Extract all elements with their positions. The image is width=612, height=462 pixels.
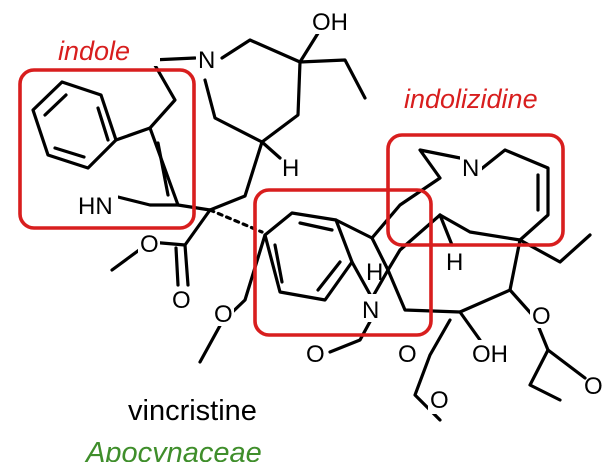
stereo-h-upper — [260, 140, 282, 160]
indoline-benzene-inner-3 — [316, 260, 342, 292]
indoline-benzene-inner-2 — [273, 243, 284, 284]
n-indolizidine-label: N — [462, 155, 479, 182]
indolizidine-ring — [438, 148, 550, 242]
ethyl-right — [518, 233, 592, 264]
ethyl-top — [298, 58, 367, 100]
highlight-boxes — [18, 68, 565, 337]
carbonyl-left-double — [174, 246, 180, 287]
o-ester-left-label: O — [140, 231, 159, 258]
indoline-highlight-box — [253, 188, 433, 337]
ester-left — [110, 208, 212, 272]
indole-benzene-inner-bond-3 — [53, 146, 86, 159]
carbonyl-left — [183, 243, 190, 287]
indole-benzene-inner-bond-2 — [96, 106, 110, 142]
formyl-bond — [328, 316, 374, 354]
h-stereo-upper-label: H — [282, 155, 299, 182]
o-methoxy-label: O — [214, 301, 233, 328]
stereo-h-mid-bond — [438, 213, 454, 247]
indolizidine-bridge — [370, 148, 472, 240]
oh-lower-label: OH — [472, 341, 508, 368]
indolizidine-tag: indolizidine — [404, 84, 538, 114]
indole-highlight-box — [18, 68, 196, 230]
o-formyl-label: O — [306, 341, 325, 368]
oh-bond-top — [298, 28, 322, 64]
h-stereo-left-label: H — [366, 259, 383, 286]
n-indoline-label: N — [362, 297, 379, 324]
o-acetate-carbonyl-label: O — [584, 373, 603, 400]
methylene-link — [208, 140, 264, 212]
indole-benzene-inner-bond-1 — [43, 93, 68, 117]
h-stereo-mid-label: H — [446, 249, 463, 276]
compound-name: vincristine — [128, 395, 257, 427]
indole-tag: indole — [58, 36, 130, 66]
atom-labels: OH N H HN O O O N H H N O O OH O O O — [78, 6, 603, 414]
indolizidine-highlight-box — [386, 133, 565, 247]
plant-family: Apocynaceae — [84, 437, 262, 462]
o-ester-right-label: O — [398, 341, 417, 368]
hn-indole-label: HN — [78, 193, 113, 220]
ester-right — [413, 318, 452, 422]
o-carbonyl-left-label: O — [172, 287, 191, 314]
piperidine-ring — [203, 38, 302, 144]
oh-lower-bond — [458, 310, 482, 342]
n-upper-label: N — [198, 47, 215, 74]
annotation-labels: indole indolizidine vincristine Apocynac… — [56, 36, 538, 462]
o-acetate-label: O — [532, 303, 551, 330]
acetate-carbonyl — [546, 348, 587, 380]
o-ester-methoxy-label: O — [430, 387, 449, 414]
indole-pyrrole-double — [156, 141, 170, 197]
tryptamine-bridge — [148, 56, 197, 130]
indoline-benzene-inner-1 — [298, 221, 334, 232]
oh-top-label: OH — [312, 9, 348, 36]
